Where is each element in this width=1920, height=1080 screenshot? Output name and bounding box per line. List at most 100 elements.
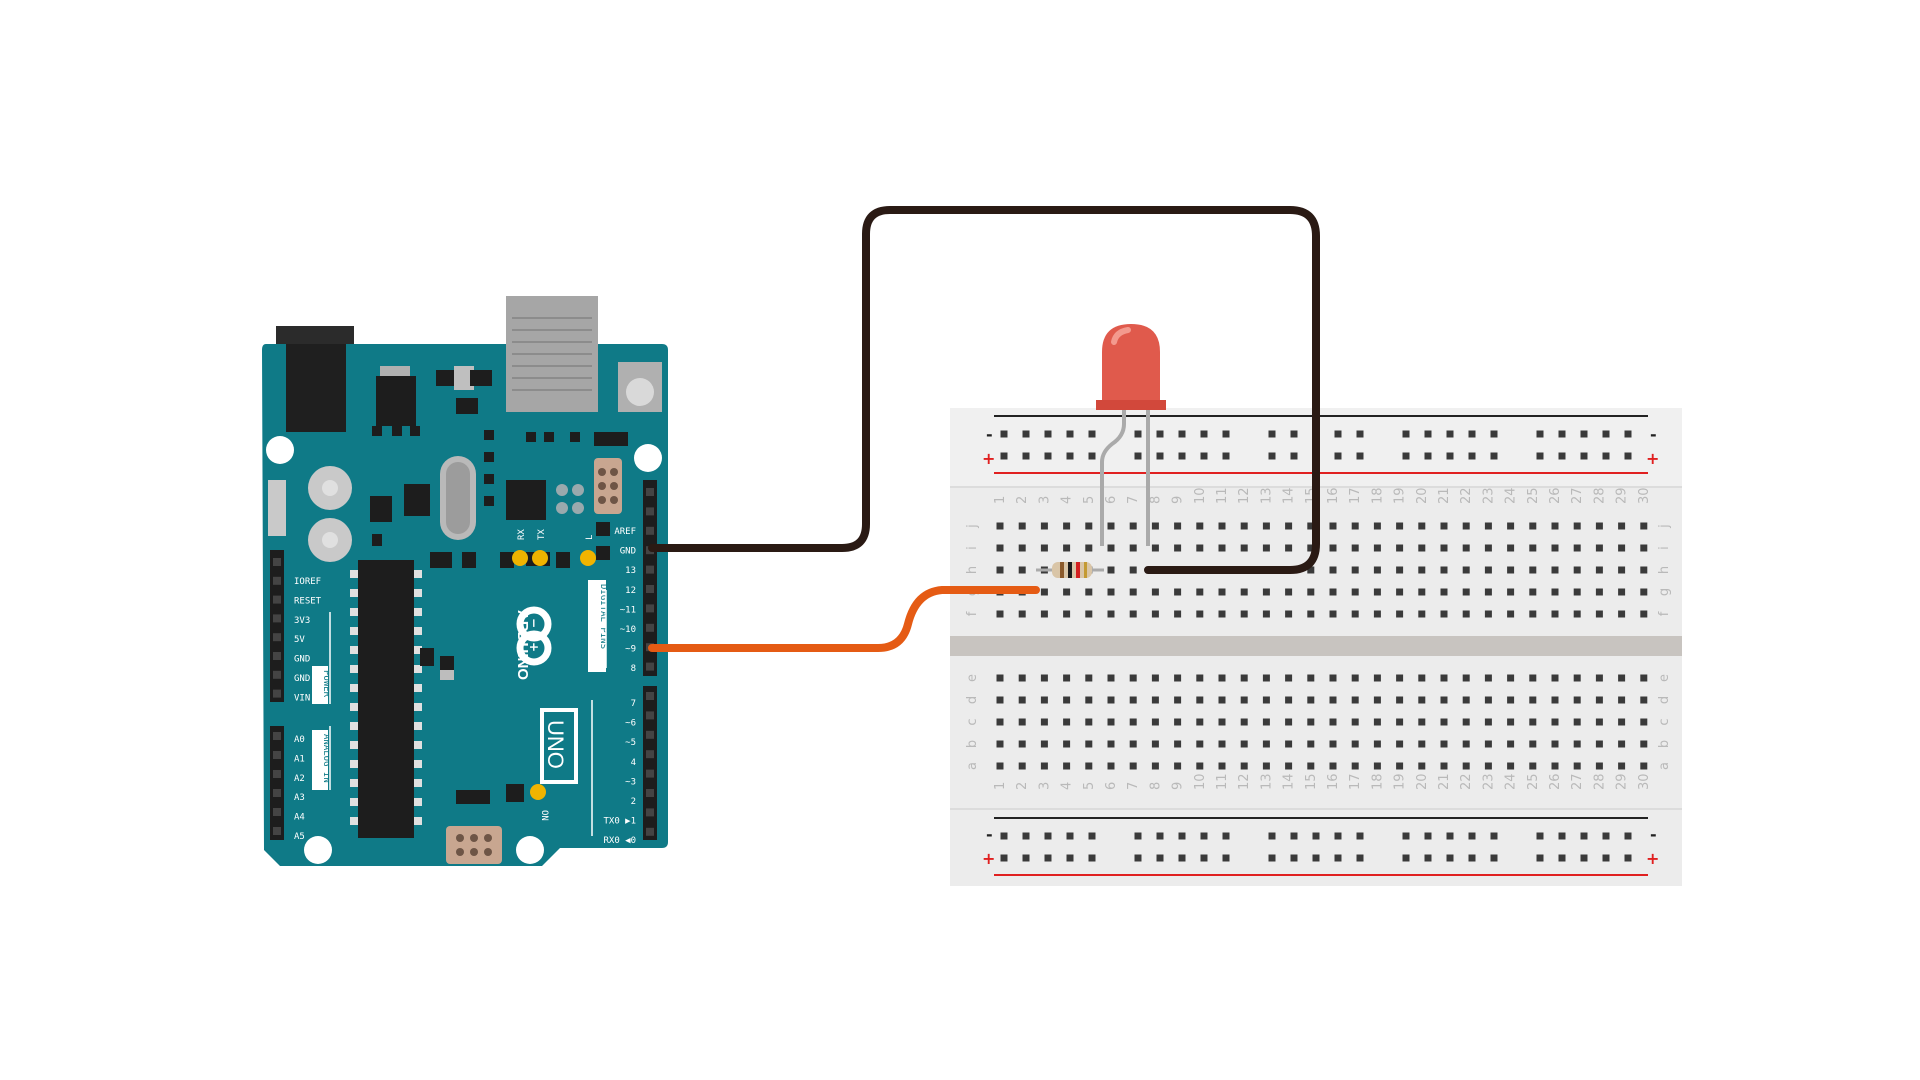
breadboard-hole[interactable] [1462, 762, 1470, 770]
breadboard-hole[interactable] [1329, 588, 1337, 596]
breadboard-hole[interactable] [1373, 718, 1381, 726]
breadboard-hole[interactable] [1618, 522, 1626, 530]
breadboard-hole[interactable] [1218, 696, 1226, 704]
rail-hole[interactable] [1624, 452, 1632, 460]
breadboard-hole[interactable] [1240, 588, 1248, 596]
breadboard-hole[interactable] [1085, 522, 1093, 530]
breadboard-hole[interactable] [1196, 674, 1204, 682]
rail-hole[interactable] [1000, 430, 1008, 438]
breadboard-hole[interactable] [1040, 696, 1048, 704]
rail-hole[interactable] [1490, 854, 1498, 862]
breadboard-hole[interactable] [1240, 674, 1248, 682]
breadboard-hole[interactable] [1018, 544, 1026, 552]
breadboard-hole[interactable] [1262, 544, 1270, 552]
header-pin-hole[interactable] [646, 488, 654, 496]
rail-hole[interactable] [1624, 832, 1632, 840]
breadboard-hole[interactable] [1151, 544, 1159, 552]
breadboard-hole[interactable] [1418, 762, 1426, 770]
rail-hole[interactable] [1134, 430, 1142, 438]
rail-hole[interactable] [1424, 854, 1432, 862]
breadboard-hole[interactable] [1129, 544, 1137, 552]
breadboard-hole[interactable] [1373, 696, 1381, 704]
breadboard-hole[interactable] [1129, 610, 1137, 618]
breadboard-hole[interactable] [1573, 522, 1581, 530]
breadboard-hole[interactable] [1573, 740, 1581, 748]
breadboard-hole[interactable] [1018, 718, 1026, 726]
rail-hole[interactable] [1490, 452, 1498, 460]
rail-hole[interactable] [1468, 854, 1476, 862]
breadboard-hole[interactable] [1240, 696, 1248, 704]
rail-hole[interactable] [1312, 854, 1320, 862]
reset-button-cap[interactable] [626, 378, 654, 406]
breadboard-hole[interactable] [1618, 588, 1626, 596]
breadboard-hole[interactable] [1507, 718, 1515, 726]
rail-hole[interactable] [1178, 832, 1186, 840]
breadboard-hole[interactable] [1396, 696, 1404, 704]
breadboard-hole[interactable] [1107, 566, 1115, 574]
rail-hole[interactable] [1558, 854, 1566, 862]
breadboard-hole[interactable] [1063, 544, 1071, 552]
breadboard-hole[interactable] [1063, 762, 1071, 770]
breadboard-hole[interactable] [1107, 674, 1115, 682]
breadboard-hole[interactable] [1196, 522, 1204, 530]
breadboard-hole[interactable] [1640, 544, 1648, 552]
breadboard-hole[interactable] [1396, 762, 1404, 770]
rail-hole[interactable] [1580, 430, 1588, 438]
breadboard-hole[interactable] [1329, 610, 1337, 618]
breadboard-hole[interactable] [1218, 588, 1226, 596]
rail-hole[interactable] [1044, 430, 1052, 438]
breadboard-hole[interactable] [1085, 674, 1093, 682]
rail-hole[interactable] [1000, 452, 1008, 460]
breadboard-hole[interactable] [1285, 762, 1293, 770]
rail-hole[interactable] [1022, 832, 1030, 840]
rail-hole[interactable] [1312, 832, 1320, 840]
breadboard-hole[interactable] [1462, 566, 1470, 574]
breadboard-hole[interactable] [1151, 696, 1159, 704]
breadboard-hole[interactable] [1329, 566, 1337, 574]
breadboard-hole[interactable] [1418, 544, 1426, 552]
breadboard-hole[interactable] [1240, 762, 1248, 770]
breadboard-hole[interactable] [1129, 740, 1137, 748]
rail-hole[interactable] [1088, 832, 1096, 840]
breadboard-hole[interactable] [1129, 718, 1137, 726]
breadboard-hole[interactable] [1307, 544, 1315, 552]
breadboard-hole[interactable] [1573, 588, 1581, 596]
breadboard-hole[interactable] [1063, 610, 1071, 618]
rail-hole[interactable] [1536, 452, 1544, 460]
header-pin-hole[interactable] [273, 576, 281, 585]
breadboard-hole[interactable] [1573, 566, 1581, 574]
header-pin-hole[interactable] [646, 526, 654, 535]
breadboard-hole[interactable] [1018, 610, 1026, 618]
breadboard-hole[interactable] [1640, 740, 1648, 748]
rail-hole[interactable] [1468, 430, 1476, 438]
rail-hole[interactable] [1446, 854, 1454, 862]
breadboard-hole[interactable] [1063, 718, 1071, 726]
breadboard-hole[interactable] [1240, 718, 1248, 726]
breadboard-hole[interactable] [1329, 544, 1337, 552]
breadboard-hole[interactable] [1373, 674, 1381, 682]
breadboard-hole[interactable] [1040, 740, 1048, 748]
breadboard-hole[interactable] [1063, 740, 1071, 748]
breadboard-hole[interactable] [1151, 522, 1159, 530]
breadboard-hole[interactable] [1618, 696, 1626, 704]
breadboard-hole[interactable] [1351, 566, 1359, 574]
rail-hole[interactable] [1602, 854, 1610, 862]
header-pin-hole[interactable] [273, 633, 281, 642]
rail-hole[interactable] [1446, 832, 1454, 840]
breadboard-hole[interactable] [1618, 544, 1626, 552]
breadboard-hole[interactable] [1595, 718, 1603, 726]
breadboard-hole[interactable] [1285, 588, 1293, 596]
breadboard-hole[interactable] [1174, 696, 1182, 704]
header-pin-hole[interactable] [646, 585, 654, 593]
breadboard-hole[interactable] [996, 718, 1004, 726]
breadboard-hole[interactable] [1285, 522, 1293, 530]
rail-hole[interactable] [1468, 832, 1476, 840]
breadboard-hole[interactable] [1373, 740, 1381, 748]
rail-hole[interactable] [1066, 430, 1074, 438]
rail-hole[interactable] [1356, 854, 1364, 862]
breadboard-hole[interactable] [1174, 610, 1182, 618]
breadboard-hole[interactable] [1040, 544, 1048, 552]
breadboard-hole[interactable] [1040, 588, 1048, 596]
breadboard-hole[interactable] [1462, 740, 1470, 748]
breadboard-hole[interactable] [1329, 740, 1337, 748]
